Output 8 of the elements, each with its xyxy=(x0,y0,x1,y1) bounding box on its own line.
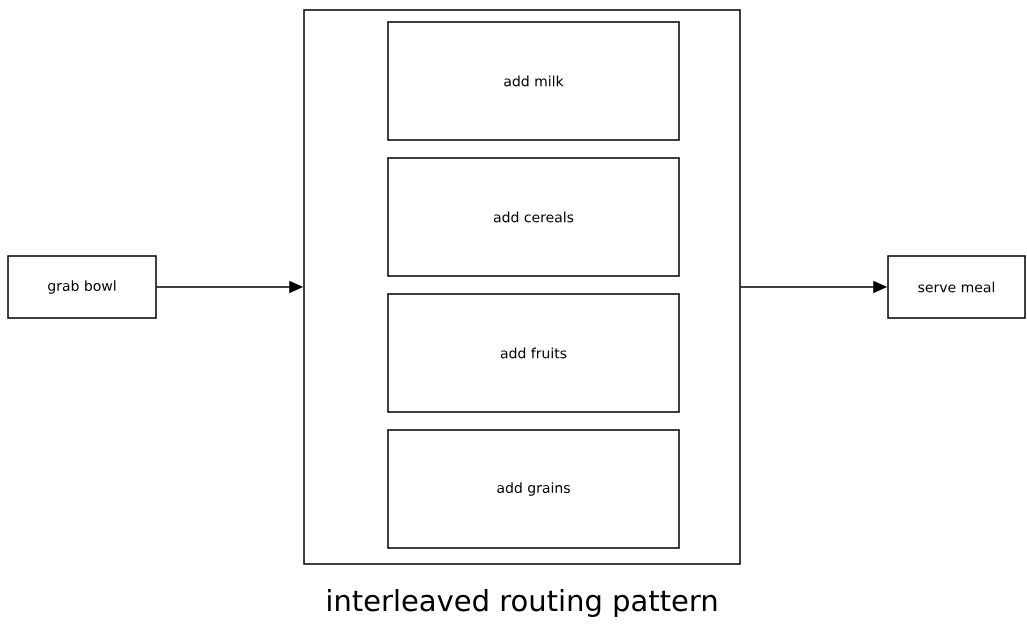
step-box: add milk xyxy=(387,21,680,141)
container-box xyxy=(303,9,741,565)
step-box: serve meal xyxy=(887,255,1026,319)
step-box: grab bowl xyxy=(7,255,157,319)
step-box: add cereals xyxy=(387,157,680,277)
step-box: add grains xyxy=(387,429,680,549)
step-box: add fruits xyxy=(387,293,680,413)
caption: interleaved routing pattern xyxy=(328,588,717,618)
